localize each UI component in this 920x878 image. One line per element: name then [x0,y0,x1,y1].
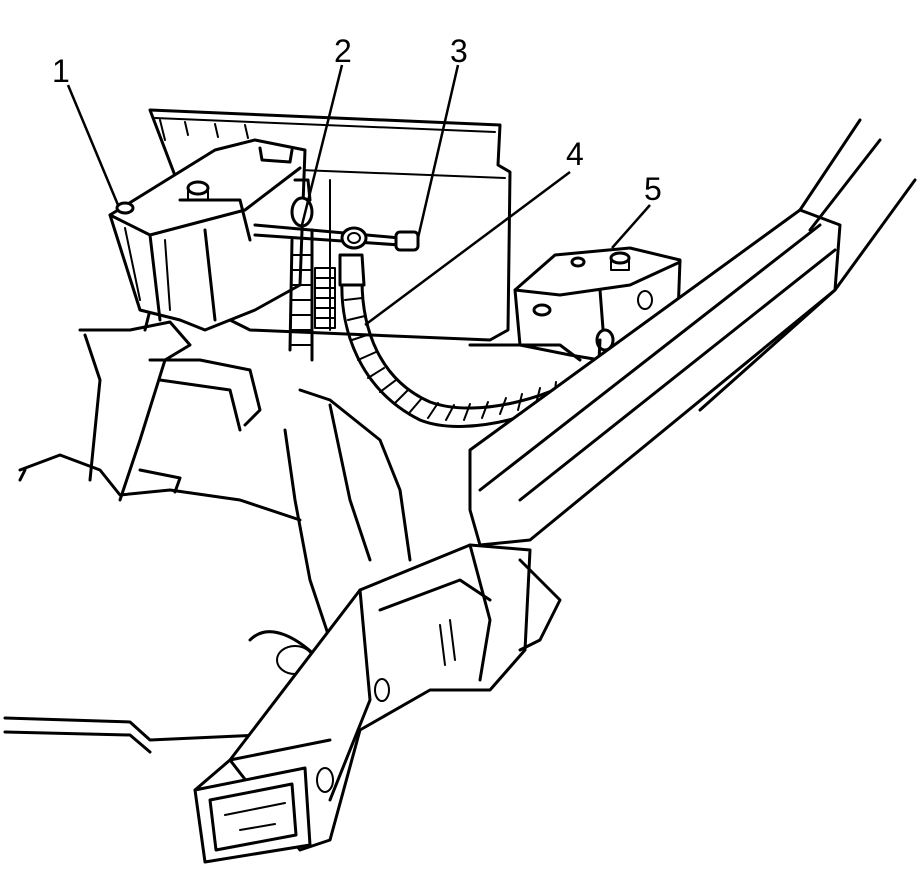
callout-labels: 1 2 3 4 5 [52,33,662,207]
cable-2 [288,178,314,362]
terminal-bolt [253,223,420,252]
hitch-frame [193,543,562,864]
callout-3: 3 [450,33,468,69]
leader-2 [300,64,344,226]
callout-2: 2 [334,33,352,69]
callout-1: 1 [52,53,70,89]
right-frame-rail [468,118,917,547]
leader-5 [611,204,651,249]
battery-left [108,138,307,332]
leader-lines [66,64,651,327]
leader-1 [66,84,120,206]
leader-3 [416,64,460,239]
callout-5: 5 [644,171,662,207]
leader-4 [364,170,571,327]
left-bracket [78,303,262,502]
callout-4: 4 [566,136,584,172]
floor-pan [3,453,302,754]
